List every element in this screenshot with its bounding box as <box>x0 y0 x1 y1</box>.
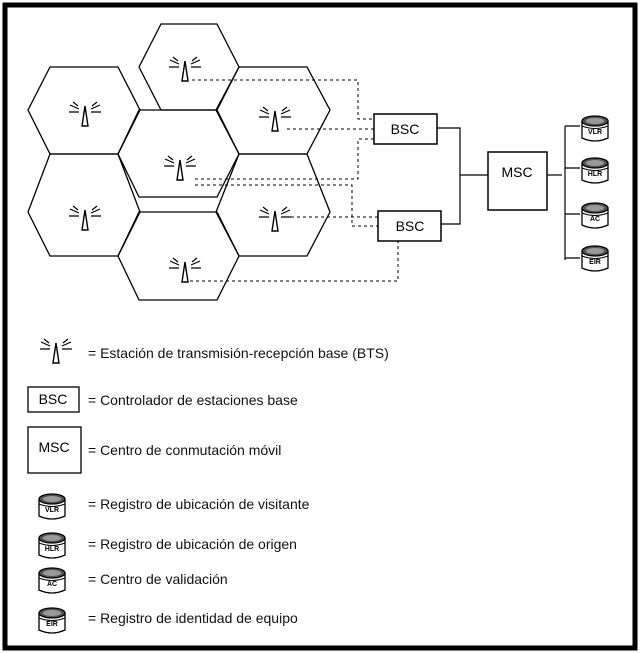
link-bts-center-to-bsc <box>195 138 374 180</box>
legend-msc-box <box>27 426 82 474</box>
bsc-box-bottom <box>377 210 442 242</box>
link-bsc-bus <box>437 127 461 225</box>
legend-vlr-text: = Registro de ubicación de visitante <box>88 496 310 512</box>
legend-eir-text: = Registro de identidad de equipo <box>88 610 298 626</box>
cell-hex-bottom <box>117 211 240 301</box>
legend-hlr-text: = Registro de ubicación de origen <box>88 536 297 552</box>
msc-box <box>487 151 548 211</box>
legend-ac-symbol: AC <box>47 581 57 588</box>
bsc-label-top: BSC <box>391 121 420 137</box>
hlr-label: HLR <box>588 171 602 178</box>
legend-vlr-symbol: VLR <box>45 507 59 514</box>
ac-label: AC <box>590 216 600 223</box>
msc-label: MSC <box>501 164 532 180</box>
link-db-branches <box>565 125 580 259</box>
legend-bsc-box <box>27 386 80 413</box>
link-bts-bottom-to-bsc <box>190 239 399 282</box>
legend-bsc-symbol: BSC <box>39 391 68 407</box>
legend: = Estación de transmisión-recepción base… <box>27 338 389 634</box>
legend-ac-text: = Centro de validación <box>88 571 228 587</box>
link-bts-center-to-bsc-2 <box>195 184 378 227</box>
legend-msc-text: = Centro de conmutación móvil <box>88 442 281 458</box>
legend-bsc-text: = Controlador de estaciones base <box>88 392 298 408</box>
legend-hlr-symbol: HLR <box>45 546 59 553</box>
bsc-label-bottom: BSC <box>396 218 425 234</box>
link-bts-top-to-bsc <box>192 79 374 120</box>
legend-msc-symbol: MSC <box>38 439 69 455</box>
legend-bts-text: = Estación de transmisión-recepción base… <box>88 345 389 361</box>
legend-eir-symbol: EIR <box>46 621 58 628</box>
vlr-label: VLR <box>588 129 602 136</box>
eir-label: EIR <box>589 259 601 266</box>
bsc-box-top <box>373 113 438 145</box>
